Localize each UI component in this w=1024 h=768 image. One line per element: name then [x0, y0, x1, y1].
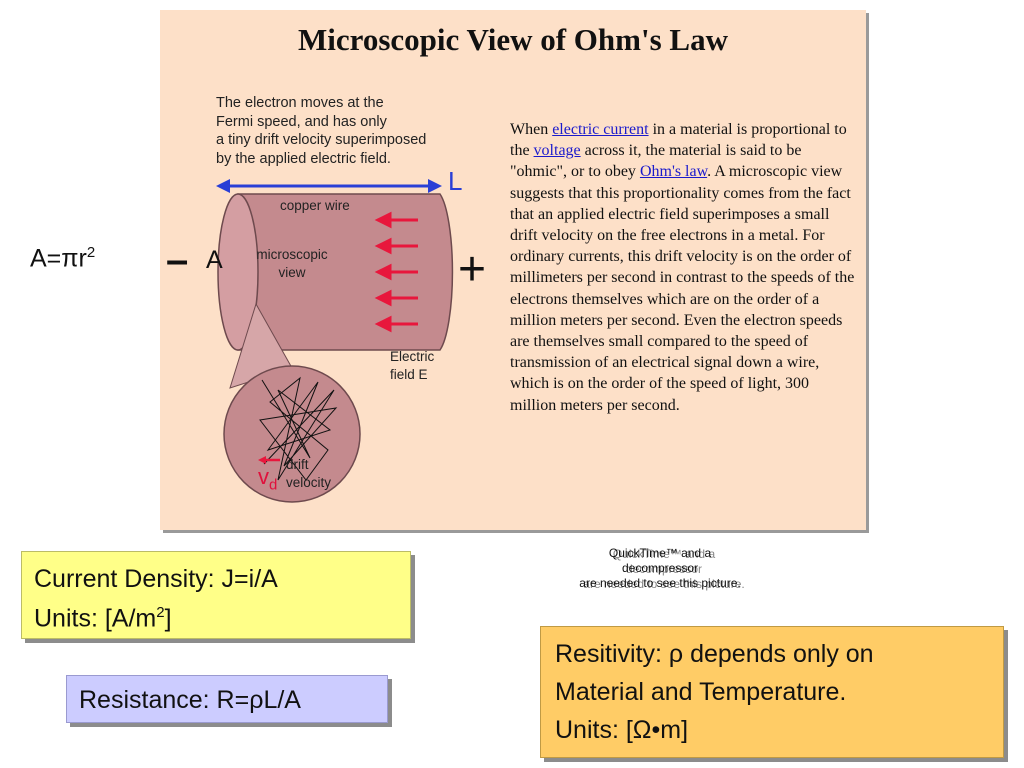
ohms-law-panel: Microscopic View of Ohm's Law The electr… [160, 10, 866, 530]
field-arrow-head [374, 237, 392, 255]
quicktime-placeholder: QuickTime™ and a decompressor are needed… [540, 546, 780, 591]
area-formula: A=πr2 [30, 244, 95, 273]
microscopic-label-line: microscopic [256, 247, 328, 262]
copper-wire-label: copper wire [280, 198, 350, 213]
units-text: ] [164, 604, 172, 633]
area-exponent: 2 [86, 244, 96, 261]
length-label: L [448, 166, 463, 196]
resistivity-box: Resitivity: ρ depends only on Material a… [540, 626, 1004, 758]
resistance-rest: L/A [263, 686, 301, 714]
qt-line: decompressor [621, 561, 699, 575]
vd-symbol: vd [258, 464, 277, 493]
current-density-units: Units: [A/m2] [34, 596, 398, 635]
electric-current-link[interactable]: electric current [552, 121, 649, 138]
resistivity-text: depends only on [683, 640, 874, 668]
microscopic-view-label: microscopic view [244, 246, 340, 282]
quicktime-text: QuickTime™ and a decompressor are needed… [540, 546, 780, 591]
qt-ghost-line: QuickTime™ and a [612, 547, 716, 561]
caption-line: a tiny drift velocity superimposed [216, 132, 427, 148]
electron-path [259, 376, 338, 481]
vd-d: d [269, 476, 278, 494]
resistivity-line2: Material and Temperature. [555, 678, 847, 706]
caption-line: The electron moves at the [216, 95, 384, 111]
drift-velocity-label: drift velocity [286, 456, 356, 492]
pi-symbol: π [61, 244, 79, 273]
explanation-text: When electric current in a material is p… [510, 119, 858, 416]
resistance-box: Resistance: R=ρL/A [66, 675, 388, 723]
body-text-part: . A microscopic view suggests that this … [510, 163, 855, 414]
units-text: •m] [651, 716, 689, 744]
field-arrow-head [374, 263, 392, 281]
velocity-label-line: velocity [286, 475, 332, 490]
field-arrow-head [374, 289, 392, 307]
field-arrow-head [374, 211, 392, 229]
negative-terminal-sign: – [166, 238, 189, 282]
caption-line: by the applied electric field. [216, 150, 391, 167]
wire-cylinder-body [237, 193, 454, 351]
length-arrow-right-head [428, 179, 442, 193]
radius-symbol: r [78, 244, 87, 273]
qt-line: are needed to see this picture. [579, 576, 741, 590]
resistance-label: Resistance: R= [79, 686, 250, 714]
qt-ghost-line: decompressor [625, 562, 703, 576]
voltage-link[interactable]: voltage [533, 142, 581, 160]
qt-line: QuickTime™ and a [608, 546, 712, 560]
resistivity-text: Resitivity: [555, 640, 669, 668]
length-arrow-left-head [216, 179, 230, 193]
body-text-part: across it, the material is said to be "o… [510, 142, 802, 181]
quicktime-ghost-text: QuickTime™ and a decompressor are needed… [544, 547, 784, 592]
area-lhs: A= [30, 244, 62, 273]
view-label-line: view [278, 265, 306, 280]
units-text: Units: [A/m [34, 604, 157, 633]
electric-field-label: Electric field E [390, 348, 460, 384]
caption-line: Fermi speed, and has only [216, 113, 387, 130]
panel-title: Microscopic View of Ohm's Law [298, 22, 728, 57]
wire-cross-section [217, 193, 259, 351]
omega-symbol: Ω [632, 716, 652, 744]
body-text-part: When [510, 121, 553, 138]
wire-diagram: copper wire microscopic view Electric fi… [160, 10, 866, 530]
electric-field-arrows [374, 211, 418, 333]
field-arrow-head [374, 315, 392, 333]
positive-terminal-sign: + [458, 243, 487, 296]
qt-ghost-line: are needed to see this picture. [583, 577, 745, 591]
units-text: Units: [ [555, 716, 633, 744]
ohms-law-link[interactable]: Ohm's law [639, 163, 708, 181]
field-label-line: field E [390, 367, 428, 382]
current-density-formula: Current Density: J=i/A [34, 565, 278, 593]
area-label: A [206, 246, 223, 274]
body-text-part: in a material is proportional to the [510, 121, 847, 160]
resistivity-units: Units: [Ω•m] [555, 711, 989, 749]
units-exponent: 2 [156, 604, 165, 621]
vd-v: v [258, 464, 269, 489]
current-density-box: Current Density: J=i/A Units: [A/m2] [21, 551, 411, 639]
electric-label-line: Electric [390, 349, 435, 364]
drift-velocity-arrow-head [258, 456, 266, 464]
wire-drawing [216, 179, 454, 503]
drift-label-line: drift [286, 457, 309, 472]
rho-symbol: ρ [249, 686, 264, 714]
resistivity-line1: Resitivity: ρ depends only on [555, 635, 989, 673]
diagram-caption: The electron moves at the Fermi speed, a… [216, 94, 456, 168]
rho-symbol: ρ [668, 640, 684, 668]
